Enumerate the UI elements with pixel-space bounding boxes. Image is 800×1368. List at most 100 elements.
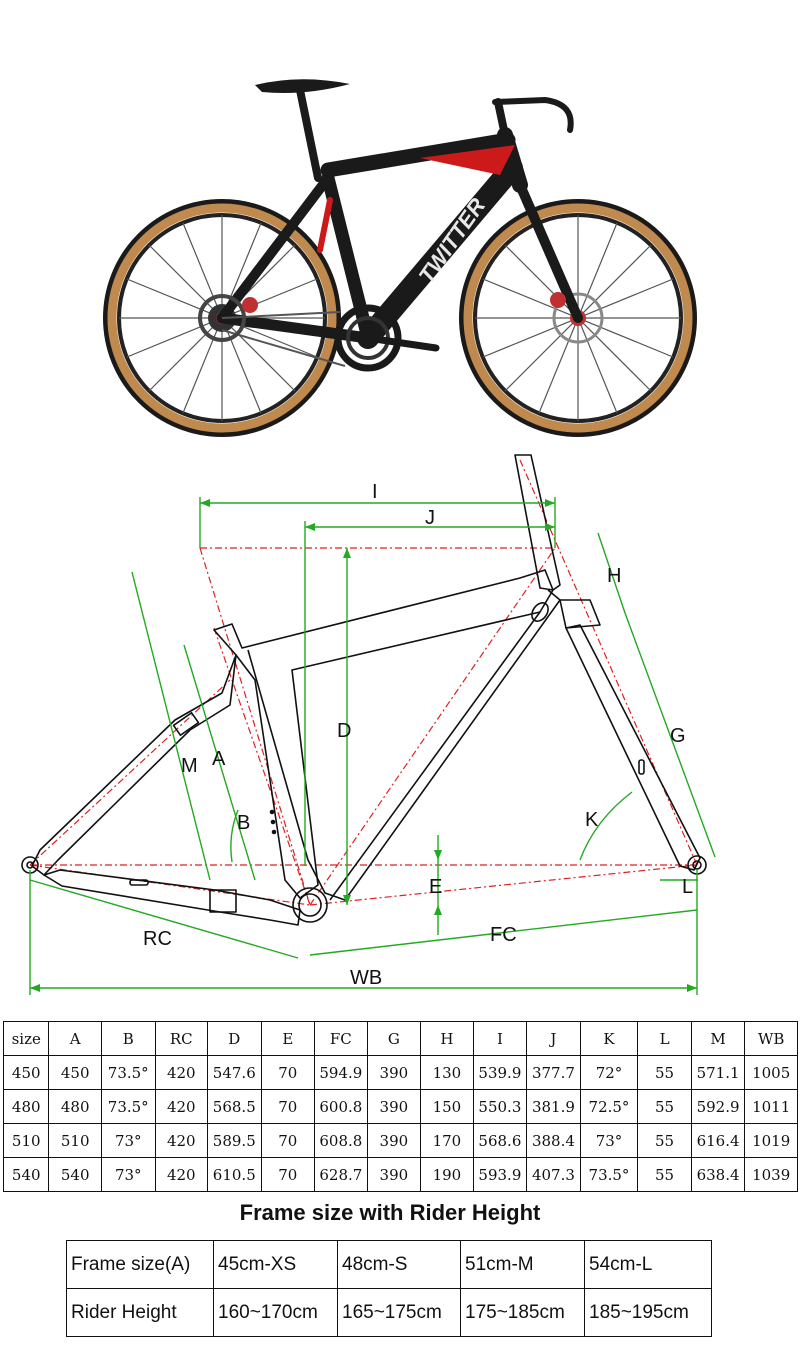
cell: 610.5 xyxy=(207,1157,262,1192)
cell: 390 xyxy=(366,1055,422,1090)
cell: 420 xyxy=(154,1089,209,1124)
header-h: H xyxy=(420,1021,474,1056)
label-a: A xyxy=(212,748,226,770)
table-row: Frame size(A) 45cm-XS 48cm-S 51cm-M 54cm… xyxy=(66,1240,712,1289)
label-l: L xyxy=(682,876,693,898)
cell: 1005 xyxy=(744,1055,798,1090)
cell: 540 xyxy=(2,1157,50,1192)
cell: 390 xyxy=(366,1123,422,1158)
header-i: I xyxy=(472,1021,528,1056)
cell: 160~170cm xyxy=(213,1288,338,1337)
cell: 571.1 xyxy=(690,1055,746,1090)
cell: 377.7 xyxy=(526,1055,581,1090)
cell: 73.5° xyxy=(100,1089,156,1124)
cell: Rider Height xyxy=(66,1288,214,1337)
header-size: size xyxy=(2,1021,50,1056)
cell: 73° xyxy=(100,1123,156,1158)
cell: 70 xyxy=(260,1157,316,1192)
header-fc: FC xyxy=(314,1021,368,1056)
cell: 390 xyxy=(366,1089,422,1124)
dimension-lines xyxy=(29,497,716,995)
header-wb: WB xyxy=(744,1021,798,1056)
cell: 45cm-XS xyxy=(213,1240,338,1289)
header-a: A xyxy=(48,1021,102,1056)
cell: 568.6 xyxy=(472,1123,528,1158)
header-k: K xyxy=(579,1021,639,1056)
label-h: H xyxy=(607,565,621,587)
bike-photo: TWITTER xyxy=(103,79,697,437)
label-m: M xyxy=(181,755,198,777)
label-wb: WB xyxy=(350,967,382,989)
cell: 70 xyxy=(260,1055,316,1090)
table-row: 540 540 73° 420 610.5 70 628.7 390 190 5… xyxy=(2,1157,798,1192)
cell: 73° xyxy=(579,1123,639,1158)
cell: 547.6 xyxy=(207,1055,262,1090)
cell: 55 xyxy=(637,1123,692,1158)
cell: Frame size(A) xyxy=(66,1240,214,1289)
header-d: D xyxy=(207,1021,262,1056)
header-g: G xyxy=(366,1021,422,1056)
frame-outline xyxy=(21,454,707,926)
cell: 1039 xyxy=(744,1157,798,1192)
cell: 51cm-M xyxy=(460,1240,585,1289)
header-l: L xyxy=(637,1021,692,1056)
header-b: B xyxy=(100,1021,156,1056)
cell: 539.9 xyxy=(472,1055,528,1090)
cell: 190 xyxy=(420,1157,474,1192)
cell: 510 xyxy=(2,1123,50,1158)
cell: 407.3 xyxy=(526,1157,581,1192)
cell: 185~195cm xyxy=(584,1288,712,1337)
cell: 480 xyxy=(2,1089,50,1124)
cell: 388.4 xyxy=(526,1123,581,1158)
cell: 540 xyxy=(48,1157,102,1192)
cell: 73.5° xyxy=(100,1055,156,1090)
cell: 170 xyxy=(420,1123,474,1158)
rider-section-title: Frame size with Rider Height xyxy=(239,1200,541,1225)
rider-height-table: Frame size(A) 45cm-XS 48cm-S 51cm-M 54cm… xyxy=(66,1240,712,1337)
cell: 55 xyxy=(637,1055,692,1090)
cell: 55 xyxy=(637,1157,692,1192)
header-rc: RC xyxy=(154,1021,209,1056)
dimension-arrowheads xyxy=(30,499,697,992)
cell: 54cm-L xyxy=(584,1240,712,1289)
cell: 480 xyxy=(48,1089,102,1124)
rear-brake-caliper xyxy=(242,297,258,313)
cell: 130 xyxy=(420,1055,474,1090)
cell: 593.9 xyxy=(472,1157,528,1192)
cell: 390 xyxy=(366,1157,422,1192)
cell: 73° xyxy=(100,1157,156,1192)
cell: 165~175cm xyxy=(337,1288,461,1337)
cell: 420 xyxy=(154,1123,209,1158)
cell: 628.7 xyxy=(314,1157,368,1192)
cell: 70 xyxy=(260,1089,316,1124)
cell: 175~185cm xyxy=(460,1288,585,1337)
cell: 48cm-S xyxy=(337,1240,461,1289)
cell: 450 xyxy=(48,1055,102,1090)
geometry-table: size A B RC D E FC G H I J K L M WB 450 … xyxy=(2,1021,798,1192)
label-g: G xyxy=(670,725,686,747)
cell: 589.5 xyxy=(207,1123,262,1158)
table-row: 450 450 73.5° 420 547.6 70 594.9 390 130… xyxy=(2,1055,798,1090)
cell: 616.4 xyxy=(690,1123,746,1158)
front-brake-caliper xyxy=(550,292,566,308)
cell: 550.3 xyxy=(472,1089,528,1124)
cell: 420 xyxy=(154,1055,209,1090)
cell: 594.9 xyxy=(314,1055,368,1090)
frame-geometry-diagram: I J H D G M A B K E L RC FC WB xyxy=(21,454,716,995)
geometry-header-row: size A B RC D E FC G H I J K L M WB xyxy=(2,1021,798,1056)
cell: 450 xyxy=(2,1055,50,1090)
label-fc: FC xyxy=(490,924,517,946)
cell: 381.9 xyxy=(526,1089,581,1124)
cell: 72° xyxy=(579,1055,639,1090)
cell: 150 xyxy=(420,1089,474,1124)
table-row: 480 480 73.5° 420 568.5 70 600.8 390 150… xyxy=(2,1089,798,1124)
table-row: Rider Height 160~170cm 165~175cm 175~185… xyxy=(66,1288,712,1337)
cell: 600.8 xyxy=(314,1089,368,1124)
label-j: J xyxy=(425,507,435,529)
label-rc: RC xyxy=(143,928,172,950)
cell: 608.8 xyxy=(314,1123,368,1158)
header-m: M xyxy=(690,1021,746,1056)
cell: 1019 xyxy=(744,1123,798,1158)
label-i: I xyxy=(372,481,378,503)
rear-cassette xyxy=(198,294,246,342)
